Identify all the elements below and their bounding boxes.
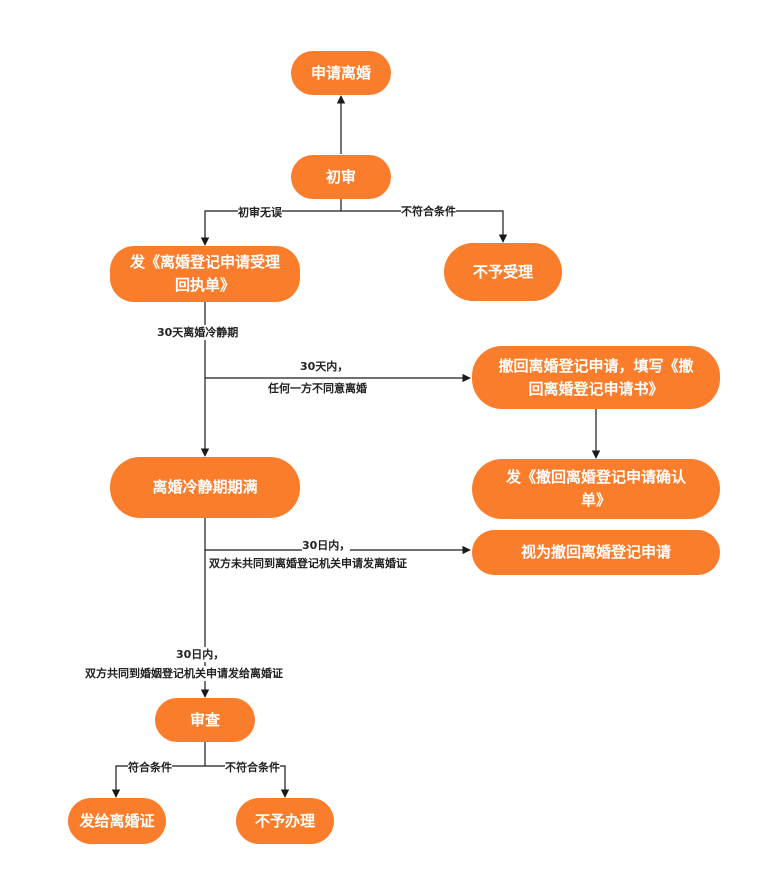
edge-review-to-receipt <box>200 210 341 246</box>
label-review-not-qualified: 不符合条件 <box>401 204 456 219</box>
node-reject-application: 不予受理 <box>444 243 562 301</box>
label-review-ok: 初审无误 <box>238 205 282 220</box>
node-issue-certificate: 发给离婚证 <box>68 798 166 844</box>
label-not-qualified: 不符合条件 <box>225 760 280 775</box>
label-both-not-apply: 双方未共同到离婚登记机关申请发离婚证 <box>209 556 407 571</box>
node-deemed-withdrawn: 视为撤回离婚登记申请 <box>472 530 720 575</box>
edge-review-to-reject <box>341 210 508 243</box>
label-qualified: 符合条件 <box>128 760 172 775</box>
edge-examination-to-certificate <box>111 765 205 798</box>
node-examination: 审查 <box>155 698 255 742</box>
node-withdraw-fill-form: 撤回离婚登记申请，填写《撤回离婚登记申请书》 <box>472 346 720 409</box>
label-within-30-days: 30天内， <box>300 359 349 374</box>
label-within-30-days-2: 30日内， <box>302 538 351 553</box>
node-cooling-period-ends: 离婚冷静期期满 <box>110 457 300 518</box>
node-initial-review: 初审 <box>291 155 391 199</box>
label-either-party-disagrees: 任何一方不同意离婚 <box>268 381 367 396</box>
node-issue-receipt: 发《离婚登记申请受理回执单》 <box>110 246 300 302</box>
node-apply-divorce: 申请离婚 <box>291 51 391 95</box>
node-not-processed: 不予办理 <box>236 798 334 844</box>
node-issue-withdraw-confirm: 发《撤回离婚登记申请确认单》 <box>472 459 720 519</box>
label-both-apply: 双方共同到婚姻登记机关申请发给离婚证 <box>85 666 283 681</box>
label-cooling-period: 30天离婚冷静期 <box>157 325 239 340</box>
label-within-30-days-3: 30日内， <box>176 647 225 662</box>
